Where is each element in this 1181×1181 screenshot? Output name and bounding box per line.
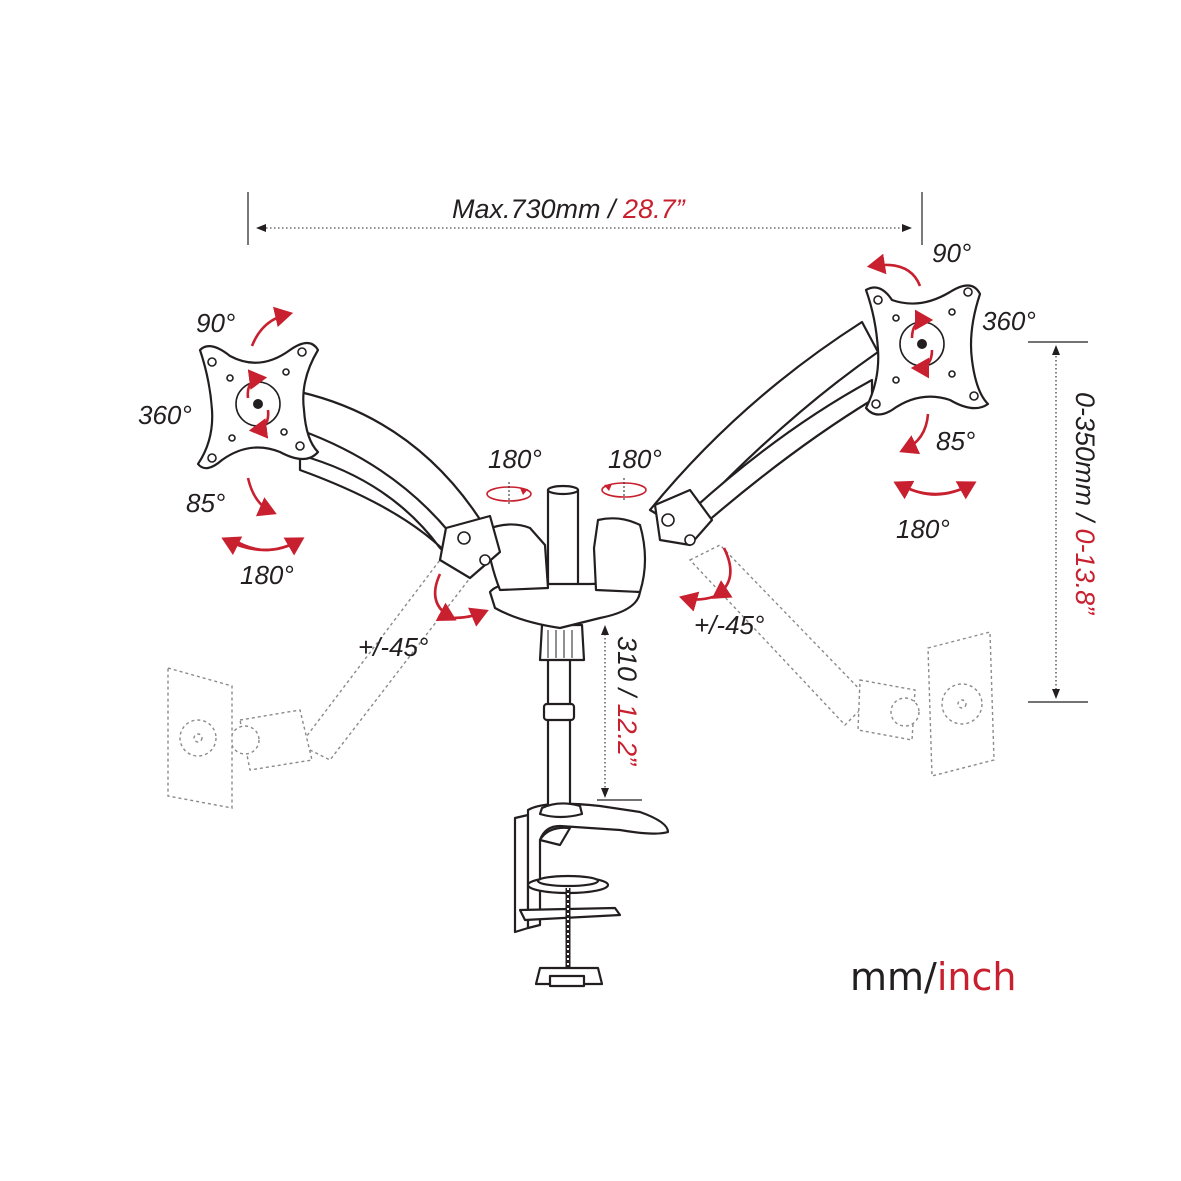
right-tilt-up-arrow	[866, 253, 922, 287]
right-arm-tilt-arrow	[678, 547, 733, 612]
left-arm-tilt-arrow	[433, 573, 489, 627]
right-joint-swivel-label: 180°	[608, 444, 662, 474]
height-mm-text: 0-350mm /	[1070, 392, 1100, 529]
right-tilt-down-label: 85°	[936, 426, 975, 456]
left-rotate-label: 360°	[138, 400, 192, 430]
units-legend: mm/inch	[850, 955, 1016, 999]
right-arm-tilt-label: +/-45°	[694, 610, 764, 640]
units-legend-mm: mm/	[850, 955, 937, 999]
left-swivel-label: 180°	[240, 560, 294, 590]
right-ghost-arm	[688, 544, 920, 741]
right-joint-swivel-arrow	[601, 478, 647, 502]
units-legend-inch: inch	[937, 955, 1017, 999]
left-swivel-arrow	[221, 536, 305, 556]
left-ghost-plate	[167, 667, 233, 809]
left-tilt-up-arrow	[250, 306, 294, 347]
right-vesa-plate	[864, 284, 990, 416]
right-swivel-arrow	[893, 480, 977, 500]
pole-mm-text: 310 /	[612, 636, 642, 704]
pole-height-label: 310 / 12.2”	[612, 636, 642, 766]
pole-inch-text: 12.2”	[612, 704, 642, 767]
left-tilt-down-label: 85°	[186, 488, 225, 518]
left-arm-tilt-label: +/-45°	[358, 632, 428, 662]
right-rotate-arrow	[910, 309, 934, 379]
support-pole	[538, 484, 586, 819]
left-tilt-down-arrow	[246, 477, 277, 517]
desk-clamp	[513, 802, 670, 988]
height-inch-text: 0-13.8”	[1070, 529, 1100, 616]
width-inch-text: 28.7”	[622, 194, 686, 224]
right-swivel-label: 180°	[896, 514, 950, 544]
left-rotate-arrow	[246, 369, 270, 439]
right-rotate-label: 360°	[982, 306, 1036, 336]
right-gas-spring-arm	[648, 320, 880, 547]
height-dimension-line	[1028, 341, 1088, 703]
width-dimension-line	[247, 192, 923, 245]
left-joint-swivel-label: 180°	[488, 444, 542, 474]
right-ghost-plate	[927, 631, 995, 777]
right-tilt-down-arrow	[899, 413, 930, 455]
left-tilt-up-label: 90°	[196, 308, 235, 338]
left-joint-swivel-arrow	[486, 482, 532, 506]
left-gas-spring-arm	[298, 390, 502, 580]
right-tilt-up-label: 90°	[932, 238, 971, 268]
width-mm-text: Max.730mm /	[452, 194, 623, 224]
pole-hub	[483, 517, 647, 630]
height-range-label: 0-350mm / 0-13.8”	[1070, 392, 1100, 615]
left-vesa-plate	[196, 341, 320, 470]
width-dimension-label: Max.730mm / 28.7”	[452, 194, 686, 224]
pole-dimension-line	[597, 625, 642, 801]
